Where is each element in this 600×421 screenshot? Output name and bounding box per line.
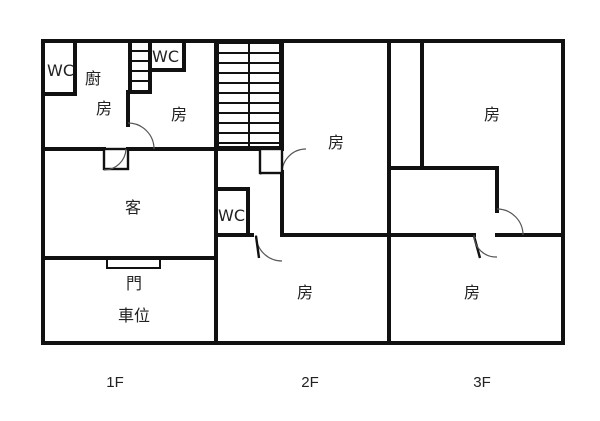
floor-2-label: 2F [301, 374, 319, 391]
kitchen-label-top: 廚 [85, 69, 101, 88]
wc2-label: WC [152, 47, 179, 66]
wc-2f-label: WC [218, 206, 245, 225]
room-label: 房 [171, 105, 187, 124]
parking-label: 車位 [118, 306, 150, 325]
kitchen-label-bottom: 房 [96, 99, 112, 118]
floor-2: 房 WC 房 [214, 39, 391, 345]
floor-1-label: 1F [106, 374, 124, 391]
room-bottom-label: 房 [297, 283, 313, 302]
wc-label: WC [47, 61, 74, 80]
floor-1: WC 廚 房 WC 房 客 門 車位 [41, 39, 218, 345]
wc-1f-wall [41, 39, 77, 96]
room-top-label: 房 [484, 105, 500, 124]
wc-2f-wall [214, 187, 250, 237]
living-label: 客 [125, 198, 141, 217]
room-3f-wall [420, 39, 499, 213]
kitchen-door [102, 147, 130, 171]
stair-partition [128, 39, 152, 94]
floor-3-outline [387, 39, 565, 345]
gate [106, 257, 161, 269]
wc2-1f-wall [148, 39, 186, 72]
floor-3: 房 房 [387, 39, 565, 345]
room-top-label: 房 [328, 133, 344, 152]
floor-3-label: 3F [473, 374, 491, 391]
room-bottom-label: 房 [464, 283, 480, 302]
stair-treads [218, 52, 280, 144]
gate-label: 門 [126, 274, 142, 293]
